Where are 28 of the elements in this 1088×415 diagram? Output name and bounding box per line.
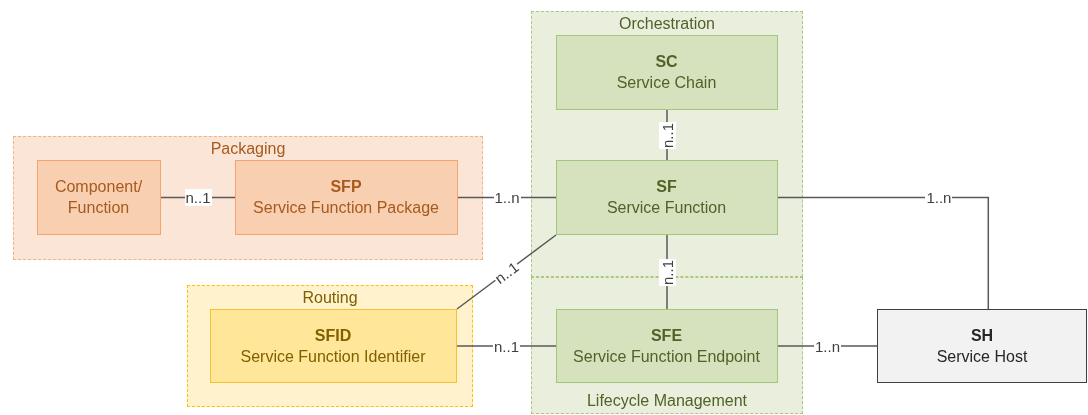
group-title: Routing xyxy=(302,289,358,306)
packaging-group xyxy=(13,136,483,260)
connector-line xyxy=(777,196,990,310)
component-box xyxy=(36,159,161,235)
function-box xyxy=(555,159,778,235)
routing-group xyxy=(187,285,473,407)
chain-box xyxy=(555,34,778,110)
identifier-box xyxy=(209,308,457,383)
edge-label: n..1 xyxy=(184,189,212,206)
box-label: Service Chain xyxy=(616,73,717,93)
group-title: Lifecycle Management xyxy=(586,392,748,409)
package-box xyxy=(234,159,458,235)
box-label: Component/ Function xyxy=(53,177,144,218)
group-title: Packaging xyxy=(210,140,286,157)
abbreviation: SFP xyxy=(330,177,362,197)
abbreviation: SH xyxy=(970,326,994,346)
abbreviation: SFE xyxy=(650,325,683,346)
box-label: Service Function Package xyxy=(253,198,439,218)
box-label: Service Function Identifier xyxy=(240,346,426,367)
box-label: Service Host xyxy=(936,347,1028,367)
box-label: Service Function Endpoint xyxy=(573,346,760,367)
abbreviation: SC xyxy=(655,52,678,72)
host-box xyxy=(877,309,1087,383)
abbreviation: SF xyxy=(656,177,677,197)
box-label: Service Function xyxy=(606,198,727,218)
group-title: Orchestration xyxy=(618,15,715,32)
abbreviation: SFID xyxy=(314,325,352,346)
endpoint-box xyxy=(555,308,778,383)
